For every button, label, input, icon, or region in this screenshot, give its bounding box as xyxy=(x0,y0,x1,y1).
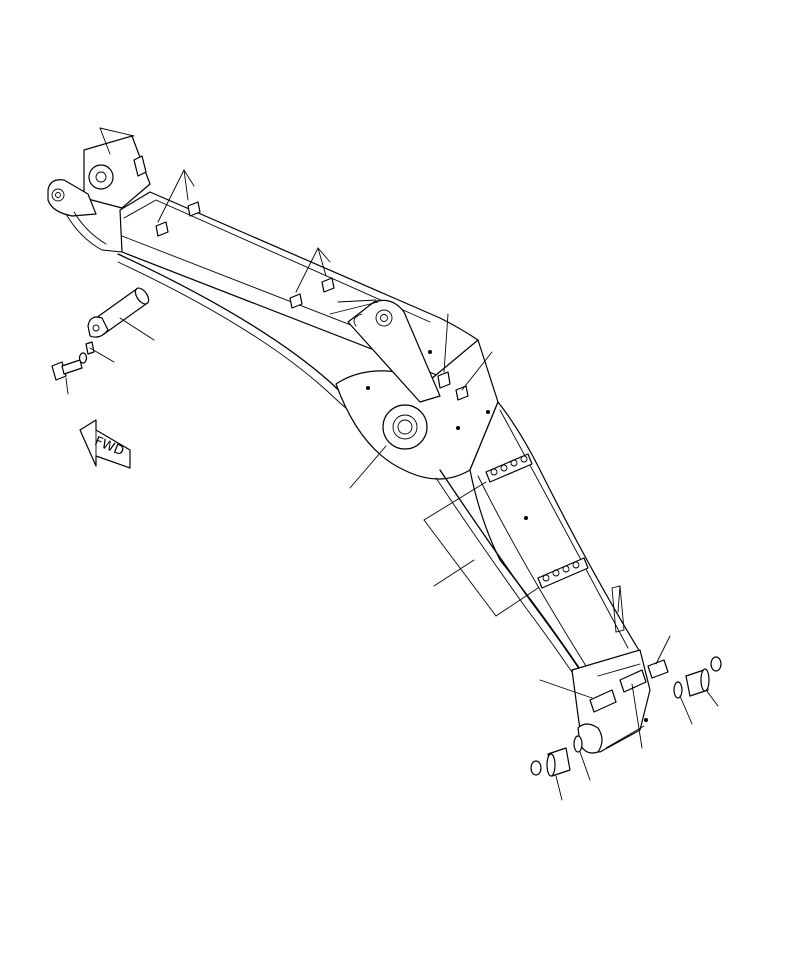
washer xyxy=(78,352,88,364)
foot-pin-plate xyxy=(87,316,109,338)
boom-center-boss xyxy=(382,404,428,450)
seal-right-outer xyxy=(710,656,722,672)
clamp-1 xyxy=(133,155,147,177)
clamp-7 xyxy=(455,385,469,401)
seal-left-outer xyxy=(530,760,542,776)
boom-lower-section xyxy=(469,401,641,673)
fwd-arrow-icon: FWD xyxy=(79,419,131,469)
boom-foot-bracket xyxy=(83,135,151,209)
arm-cylinder-bracket xyxy=(347,299,441,403)
clamp-2 xyxy=(155,221,169,237)
clamp-tip-left xyxy=(589,689,617,713)
clamp-6 xyxy=(437,371,451,389)
seal-right-inner xyxy=(673,681,683,699)
boom-upper-box xyxy=(119,191,479,386)
boom-tip-boss xyxy=(577,723,603,754)
boom-foot-ear xyxy=(47,179,97,217)
tip-bushings xyxy=(530,656,722,777)
leader-lines xyxy=(65,127,719,801)
hose-clamp-lower xyxy=(537,557,589,589)
clamp-group xyxy=(133,155,669,713)
boom-assembly xyxy=(47,135,651,754)
foot-pin-assembly xyxy=(85,287,150,355)
clamp-tip-mid xyxy=(619,669,647,693)
clamp-4 xyxy=(289,293,303,309)
seal-left-inner xyxy=(573,735,583,753)
clamp-5 xyxy=(321,277,335,293)
bolt-assembly xyxy=(51,352,88,381)
foot-pin-boss xyxy=(88,164,114,190)
clamp-3 xyxy=(187,201,201,217)
clamp-tip-right xyxy=(647,659,669,679)
